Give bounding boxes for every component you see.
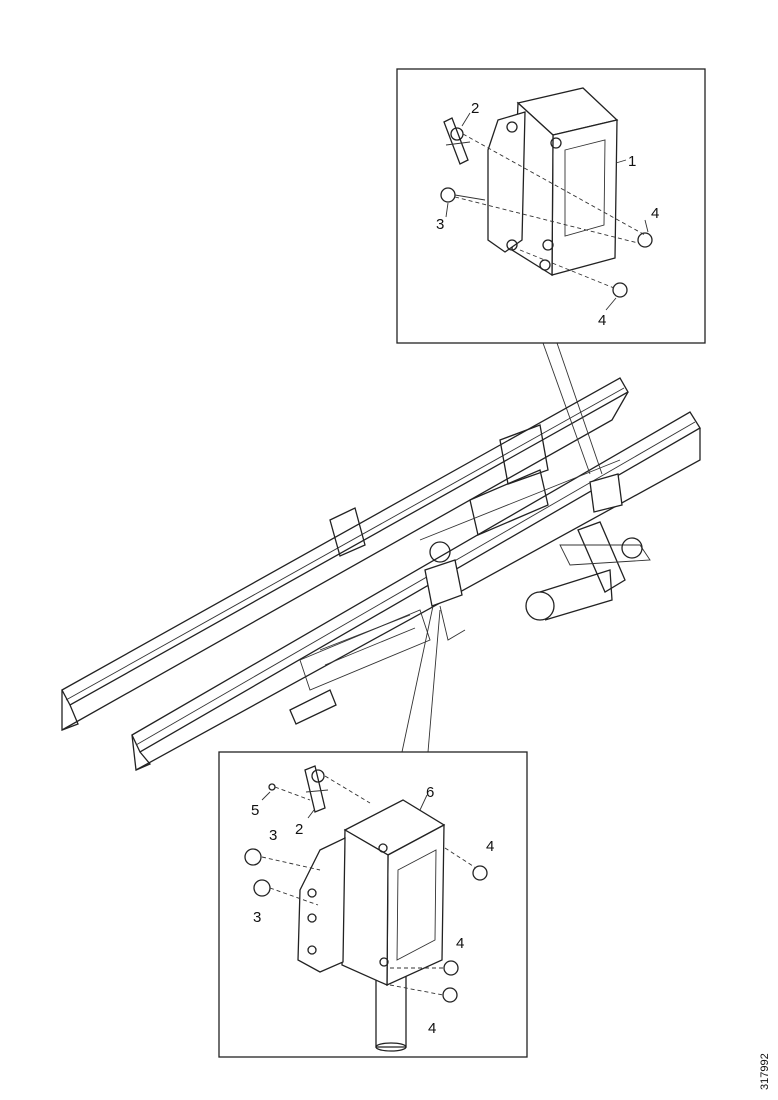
callout-top-3: 3 (436, 216, 444, 233)
callout-top-4b: 4 (598, 312, 606, 329)
callout-top-2: 2 (471, 100, 479, 117)
document-id: 317992 (759, 1053, 771, 1090)
bottom-callouts: 6 5 2 3 3 4 4 4 (251, 784, 494, 1037)
callout-top-1: 1 (628, 153, 636, 170)
callout-bottom-3b: 3 (253, 909, 261, 926)
callout-bottom-5: 5 (251, 802, 259, 819)
callout-bottom-4c: 4 (428, 1020, 436, 1037)
detail-leader-lines (401, 342, 603, 753)
callout-bottom-2: 2 (295, 821, 303, 838)
callout-bottom-4a: 4 (486, 838, 494, 855)
callout-bottom-4b: 4 (456, 935, 464, 952)
bottom-detail-panel (218, 751, 528, 1058)
chassis-frame (61, 377, 701, 771)
top-detail-panel (396, 68, 706, 344)
callout-top-4a: 4 (651, 205, 659, 222)
callout-bottom-6: 6 (426, 784, 434, 801)
callout-bottom-3a: 3 (269, 827, 277, 844)
top-callouts: 2 1 3 4 4 (436, 100, 659, 329)
